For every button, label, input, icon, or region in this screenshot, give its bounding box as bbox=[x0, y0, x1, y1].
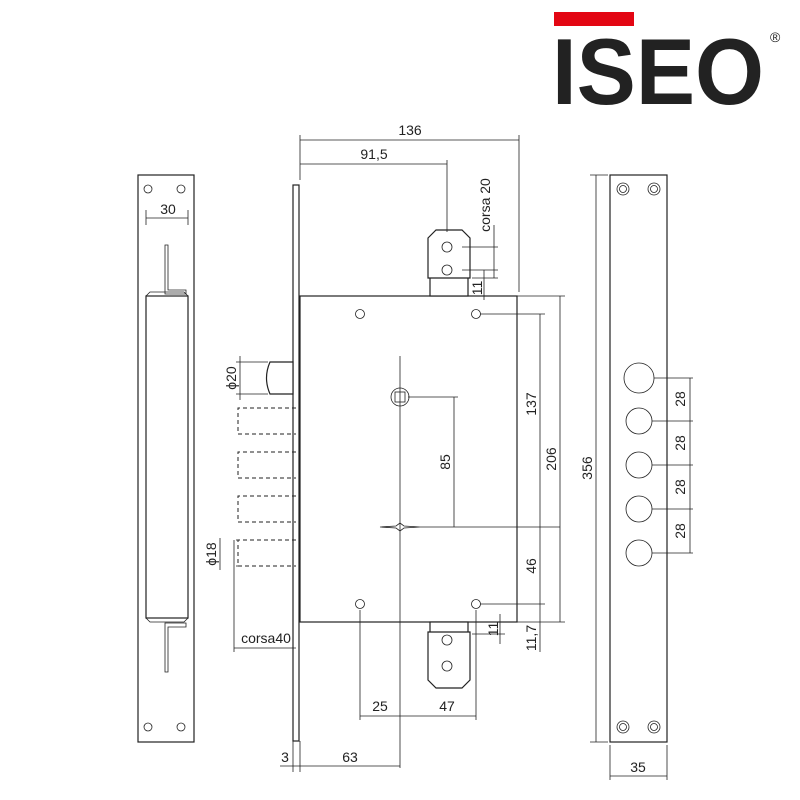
logo-red-bar bbox=[554, 12, 634, 26]
bottom-rod-connector bbox=[427, 621, 471, 689]
dim-28-label: 28 bbox=[672, 391, 688, 407]
bottom-connector-hole bbox=[441, 660, 453, 672]
lock-body bbox=[237, 184, 518, 768]
dim-46-label: 46 bbox=[523, 558, 539, 574]
right-plate-screw-hole bbox=[647, 182, 661, 196]
dim-30-label: 30 bbox=[160, 201, 176, 217]
dim-136-label: 136 bbox=[398, 122, 422, 138]
right-plate-screw-hole bbox=[616, 720, 630, 734]
dim-11-top-label: 11 bbox=[469, 281, 485, 296]
deadbolt-1 bbox=[237, 407, 296, 435]
dim-11-7-label: 11,7 bbox=[523, 625, 539, 651]
right-plate-screw-hole-inner bbox=[650, 185, 658, 193]
right-plate-screw-hole-inner bbox=[650, 723, 658, 731]
registered-mark: ® bbox=[770, 29, 781, 45]
dim-3-label: 3 bbox=[281, 749, 289, 765]
right-plate-screw-hole bbox=[616, 182, 630, 196]
lock-case bbox=[299, 295, 518, 623]
faceplate bbox=[292, 184, 300, 742]
right-plate-screw-hole-inner bbox=[619, 723, 627, 731]
bottom-connector-plate bbox=[427, 631, 471, 689]
left-plate-hook-top bbox=[164, 244, 187, 295]
dim-91-5-label: 91,5 bbox=[360, 146, 387, 162]
left-plate-box bbox=[145, 295, 189, 619]
dim-85-label: 85 bbox=[437, 454, 453, 470]
dim-25-label: 25 bbox=[372, 698, 388, 714]
dim-corsa40-label: corsa40 bbox=[241, 630, 291, 646]
left-plate-screw-hole bbox=[176, 722, 186, 732]
dim-28-label: 28 bbox=[672, 523, 688, 539]
dim-phi18-label: ϕ18 bbox=[203, 542, 219, 566]
dim-phi20-label: ϕ20 bbox=[223, 366, 239, 390]
left-plate-screw-hole bbox=[176, 184, 186, 194]
right-plate-screw-hole bbox=[647, 720, 661, 734]
dim-11-bottom-label: 11 bbox=[485, 622, 501, 637]
right-plate-screw-hole-inner bbox=[619, 185, 627, 193]
top-rod-connector bbox=[427, 229, 471, 297]
deadbolt-2 bbox=[237, 451, 296, 479]
right-plate-outline bbox=[609, 174, 668, 743]
case-screw-hole bbox=[355, 309, 365, 319]
top-connector-base bbox=[429, 276, 469, 297]
dim-206-label: 206 bbox=[543, 447, 559, 471]
top-connector-hole bbox=[441, 241, 453, 253]
case-screw-hole bbox=[355, 599, 365, 609]
main-dimensions: 136 91,5 corsa 20 11 137 206 85 46 11 11… bbox=[203, 122, 565, 772]
left-plate-box-bottom bbox=[145, 617, 189, 623]
iseo-logo-graphic: ISEO ® bbox=[552, 12, 781, 124]
dim-28-label: 28 bbox=[672, 435, 688, 451]
dim-corsa20-label: corsa 20 bbox=[477, 178, 493, 232]
dim-47-label: 47 bbox=[439, 698, 455, 714]
right-strike-plate: 28 28 28 28 356 35 bbox=[579, 174, 693, 780]
dim-63-label: 63 bbox=[342, 749, 358, 765]
bottom-connector-hole bbox=[441, 634, 453, 646]
deadbolt-3 bbox=[237, 495, 296, 523]
iseo-logo: ISEO ® bbox=[552, 12, 787, 124]
left-plate-screw-hole bbox=[143, 184, 153, 194]
latch-bolt bbox=[265, 361, 294, 395]
dim-356-label: 356 bbox=[579, 456, 595, 480]
dim-137-label: 137 bbox=[523, 392, 539, 416]
top-connector-plate bbox=[427, 229, 471, 279]
left-plate-screw-hole bbox=[143, 722, 153, 732]
deadbolt-4 bbox=[237, 539, 296, 567]
logo-text: ISEO bbox=[552, 19, 764, 112]
top-connector-hole bbox=[441, 264, 453, 276]
dim-35-label: 35 bbox=[630, 759, 646, 775]
left-strike-plate: 30 bbox=[137, 174, 195, 743]
left-plate-hook-bottom bbox=[164, 622, 187, 673]
dim-28-label: 28 bbox=[672, 479, 688, 495]
